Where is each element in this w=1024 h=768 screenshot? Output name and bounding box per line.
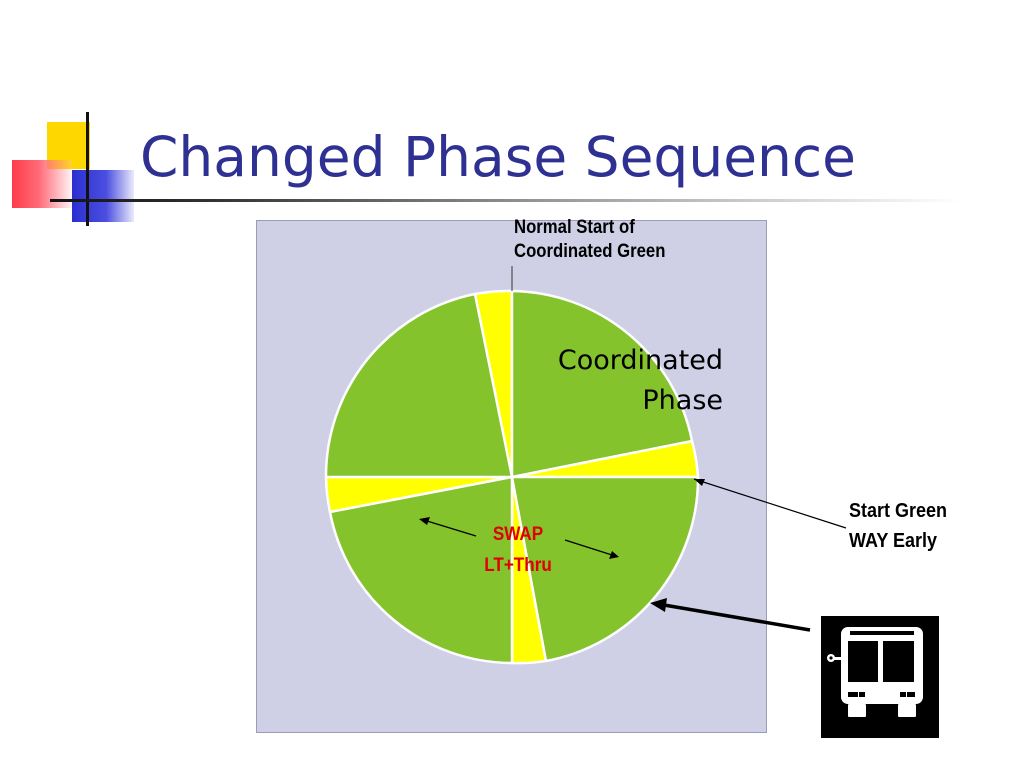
phase-ring xyxy=(324,289,700,665)
start-green-leader-arrowhead xyxy=(694,479,705,486)
swap-line-2: LT+Thru xyxy=(484,555,552,576)
start-green-label: Start Green WAY Early xyxy=(849,496,947,556)
phase-wedge-lower-left xyxy=(328,475,514,665)
phase-wedge-upper-left xyxy=(324,292,514,479)
phase-wedge-coordinated xyxy=(510,289,694,479)
swap-label: SWAP LT+Thru xyxy=(464,519,572,581)
normal-start-line-2: Coordinated Green xyxy=(514,241,666,262)
normal-start-line-1: Normal Start of xyxy=(514,217,635,238)
swap-line-1: SWAP xyxy=(492,524,544,545)
decor-blue-square xyxy=(72,170,134,222)
swap-arrow-right xyxy=(564,539,613,556)
coordinated-phase-line-1: Coordinated xyxy=(557,345,723,376)
bus-arrow xyxy=(663,603,811,632)
slide-title: Changed Phase Sequence xyxy=(140,125,856,189)
bus-icon xyxy=(821,616,939,738)
swap-arrow-left-head xyxy=(419,517,430,525)
coordinated-phase-line-2: Phase xyxy=(642,385,723,416)
start-green-line-1: Start Green xyxy=(849,500,948,522)
start-green-line-2: WAY Early xyxy=(849,530,938,552)
bus-icon-graphic xyxy=(827,627,923,717)
bus-arrow-head xyxy=(650,598,667,612)
swap-arrow-right-head xyxy=(609,551,619,559)
swap-arrow-left xyxy=(426,520,477,537)
start-green-leader xyxy=(693,478,847,529)
coordinated-phase-label: Coordinated Phase xyxy=(520,341,723,421)
decor-vertical-line xyxy=(86,112,89,226)
normal-start-label: Normal Start of Coordinated Green xyxy=(514,216,665,264)
title-underline xyxy=(50,199,960,202)
phase-wedge-lower-right xyxy=(510,475,700,663)
